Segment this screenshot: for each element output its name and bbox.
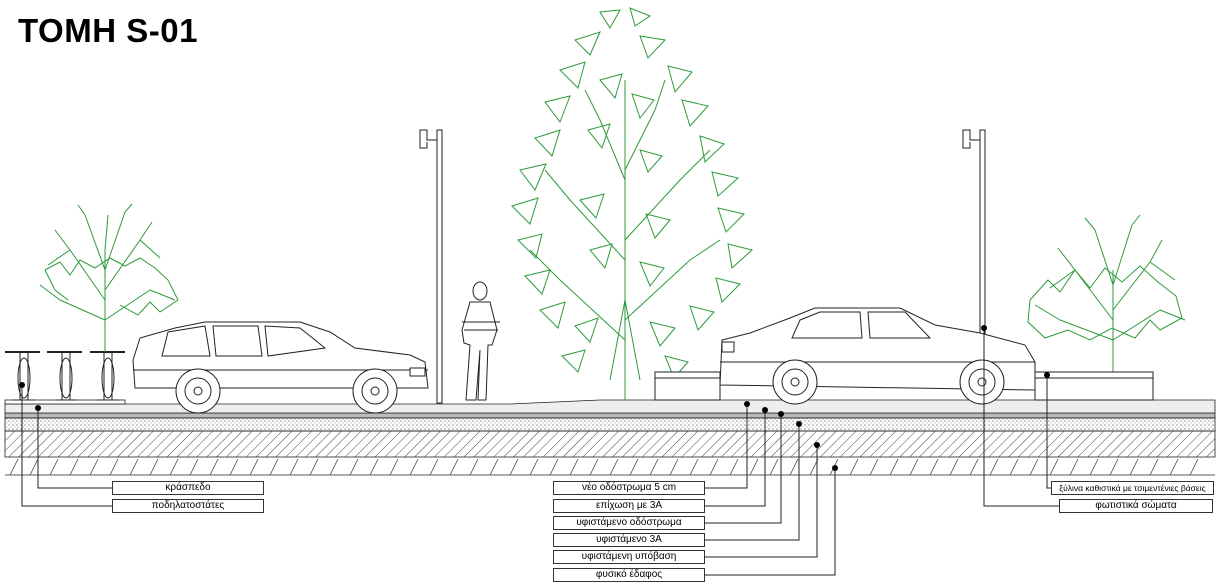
new-asphalt-layer	[4, 412, 1216, 419]
label-overlay: επίχωση με 3Α	[553, 499, 705, 513]
natural-ground-hatch	[9, 458, 1199, 476]
surface-layer	[4, 399, 1216, 414]
curb	[4, 399, 126, 405]
label-existing-subbase: υφιστάμενη υπόβαση	[553, 550, 705, 564]
leader-dots	[19, 325, 1050, 471]
leader-lines	[21, 328, 1060, 576]
section-title: ΤΟΜΗ S-01	[18, 12, 198, 49]
sedan-car	[719, 307, 1036, 405]
bike-racks	[5, 351, 125, 401]
existing-subbase-layer	[4, 430, 1216, 458]
tree-center	[511, 7, 754, 400]
ground-layers	[4, 399, 1216, 476]
bench-left	[654, 371, 721, 401]
label-benches: ξύλινα καθιστικά με τσιμεντένιες βάσεις	[1051, 481, 1214, 495]
bench-right	[1034, 371, 1154, 401]
tree-left	[39, 203, 179, 352]
label-existing-3a: υφιστάμενο 3Α	[553, 533, 705, 547]
label-existing-pavement: υφιστάμενο οδόστρωμα	[553, 516, 705, 530]
label-bike-racks: ποδηλατοστάτες	[112, 499, 264, 513]
label-natural-ground: φυσικό έδαφος	[553, 568, 705, 582]
street-light-left	[419, 129, 443, 404]
station-wagon	[132, 321, 429, 414]
label-new-asphalt: νέο οδόστρωμα 5 cm	[553, 481, 705, 495]
person-figure	[461, 281, 500, 401]
existing-pavement-layer	[4, 417, 1216, 432]
tree-right	[1027, 214, 1186, 372]
label-curb: κράσπεδο	[112, 481, 264, 495]
label-lights: φωτιστικά σώματα	[1059, 499, 1213, 513]
